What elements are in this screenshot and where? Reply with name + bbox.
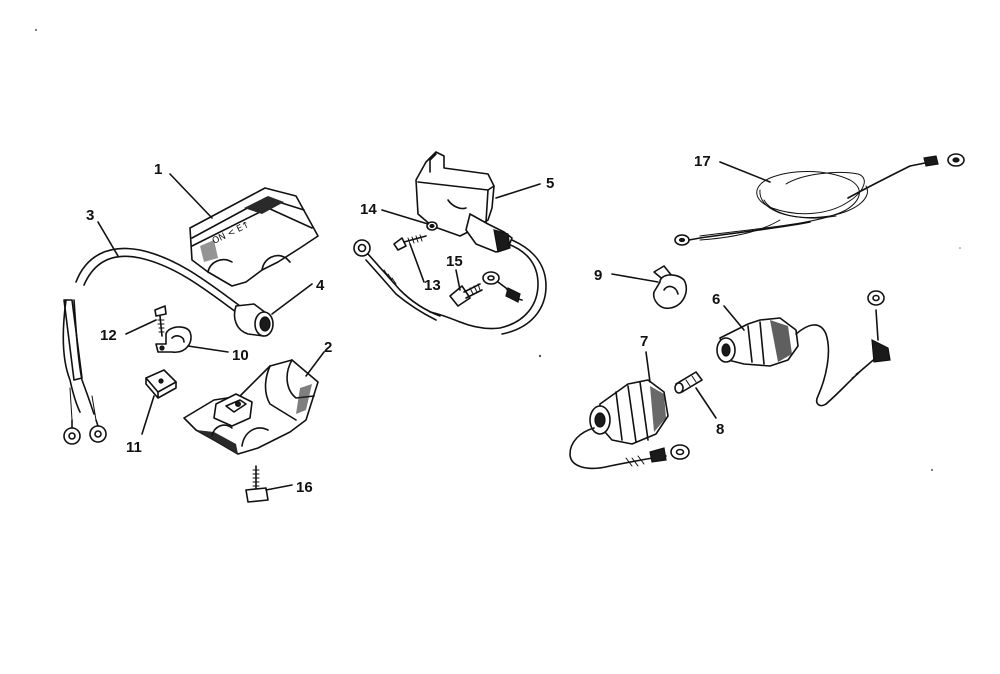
scan-specks (35, 29, 961, 471)
callout-12: 12 (100, 327, 117, 344)
part-5-lead-ring-right (482, 271, 523, 303)
callout-9: 9 (594, 267, 602, 284)
part-6-connector (716, 290, 891, 407)
callout-labels: 1 2 3 4 5 6 7 8 9 10 11 12 13 14 15 16 1… (86, 153, 724, 496)
part-5-lead-ring (353, 239, 441, 321)
callout-15: 15 (446, 253, 463, 270)
part-5-switch (415, 151, 547, 335)
part-3-cable (62, 247, 241, 445)
part-16-screw (245, 465, 269, 503)
part-12-screw (154, 305, 167, 337)
callout-4: 4 (316, 277, 325, 294)
part-9-clip (652, 265, 688, 310)
part-4-grommet (233, 303, 274, 337)
part-11-nut (145, 369, 177, 399)
part-10-clamp (155, 326, 192, 353)
callout-17: 17 (694, 153, 711, 170)
callout-11: 11 (126, 439, 142, 456)
part-8-fuse (674, 371, 703, 394)
callout-7: 7 (640, 333, 648, 350)
part-14-washer (426, 221, 438, 231)
part-7-fuse-holder (569, 379, 690, 470)
callout-10: 10 (232, 347, 249, 364)
callout-8: 8 (716, 421, 724, 438)
callout-13: 13 (424, 277, 441, 294)
callout-3: 3 (86, 207, 94, 224)
part-17-wire (674, 153, 965, 246)
callout-1: 1 (154, 161, 162, 178)
callout-2: 2 (324, 339, 332, 356)
callout-5: 5 (546, 175, 554, 192)
callout-6: 6 (712, 291, 720, 308)
part-2-switch-base (183, 359, 319, 455)
callout-16: 16 (296, 479, 313, 496)
part-15-screw (449, 283, 483, 307)
callout-14: 14 (360, 201, 377, 218)
part-1-switch-cover: ON < E↑ (189, 187, 319, 287)
leader-lines (97, 161, 771, 491)
part-13-screw (393, 234, 427, 251)
